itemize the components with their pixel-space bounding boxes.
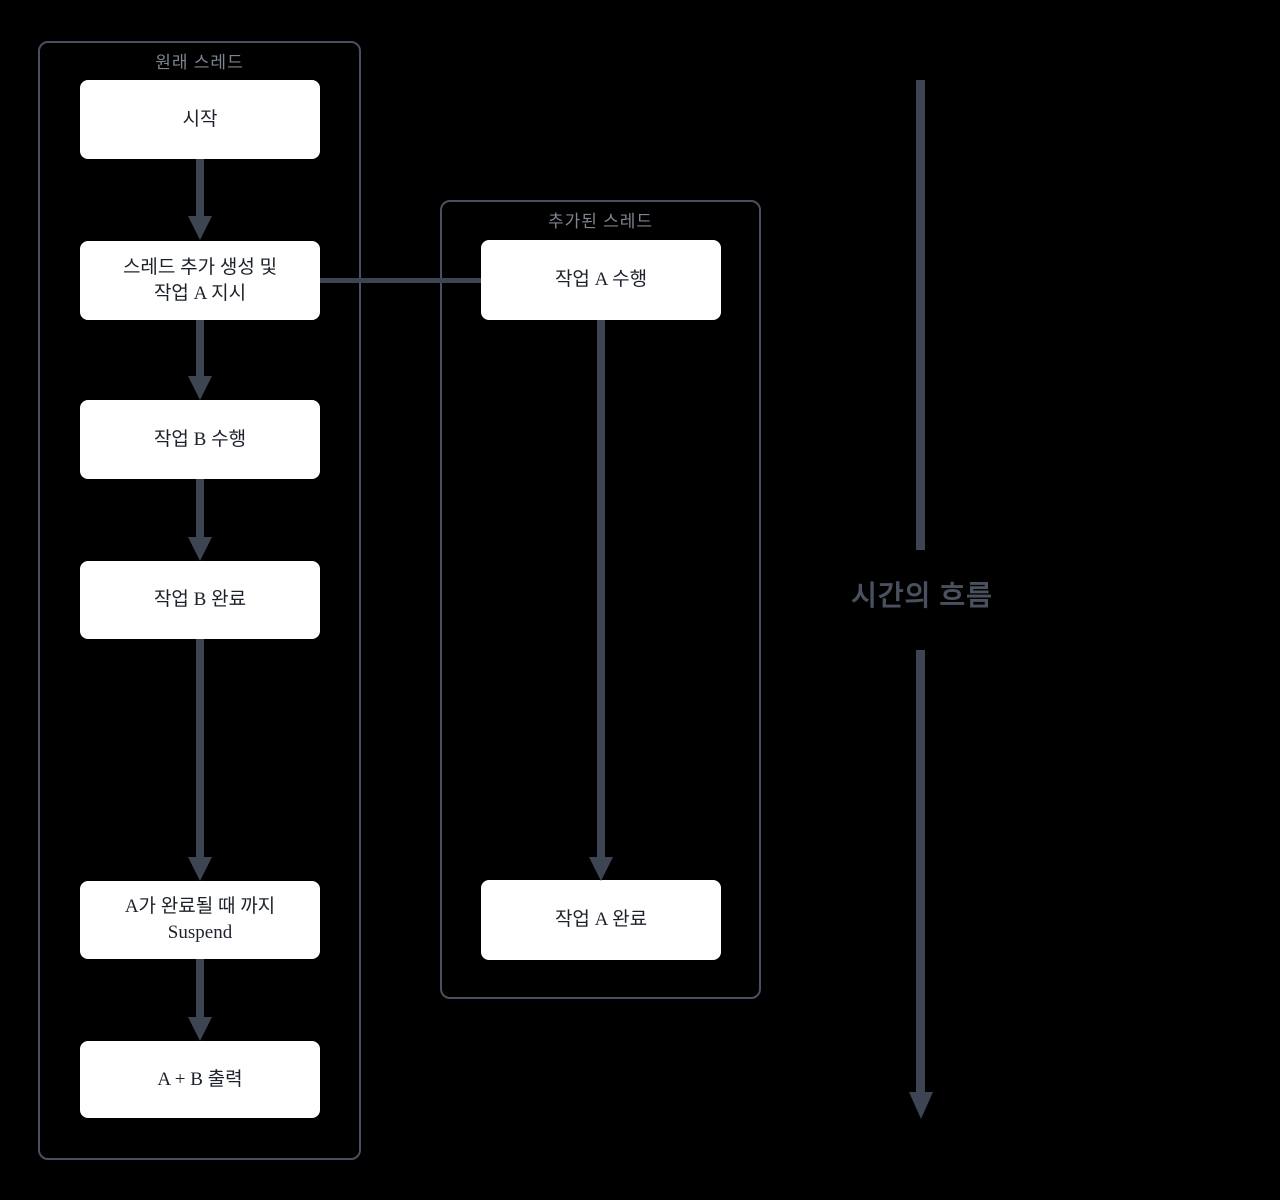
time-arrow-upper-segment xyxy=(916,80,925,550)
thread-spawn-connector xyxy=(320,278,481,283)
node-task-b-done: 작업 B 완료 xyxy=(80,561,320,639)
original-thread-group: 원래 스레드 xyxy=(38,41,361,1160)
arrow-start-to-create-icon xyxy=(188,159,212,240)
added-thread-group: 추가된 스레드 xyxy=(440,200,761,999)
time-arrow-down-icon xyxy=(908,1092,933,1119)
node-task-b-run: 작업 B 수행 xyxy=(80,400,320,479)
arrow-task-b-done-to-suspend-icon xyxy=(188,639,212,881)
time-flow-label: 시간의 흐름 xyxy=(851,581,993,612)
node-output-a-plus-b: A + B 출력 xyxy=(80,1041,320,1118)
added-thread-title: 추가된 스레드 xyxy=(547,212,654,231)
node-task-a-run: 작업 A 수행 xyxy=(481,240,721,320)
original-thread-title: 원래 스레드 xyxy=(155,53,244,72)
arrow-task-b-run-to-done-icon xyxy=(188,479,212,561)
time-arrow-lower-segment xyxy=(916,650,925,1092)
node-task-a-done: 작업 A 완료 xyxy=(481,880,721,960)
arrow-task-a-run-to-done-icon xyxy=(589,320,613,881)
node-start: 시작 xyxy=(80,80,320,159)
node-create-thread-task-a: 스레드 추가 생성 및 작업 A 지시 xyxy=(80,241,320,320)
node-suspend-until-a: A가 완료될 때 까지 Suspend xyxy=(80,881,320,959)
arrow-suspend-to-output-icon xyxy=(188,959,212,1041)
arrow-create-to-task-b-icon xyxy=(188,320,212,400)
